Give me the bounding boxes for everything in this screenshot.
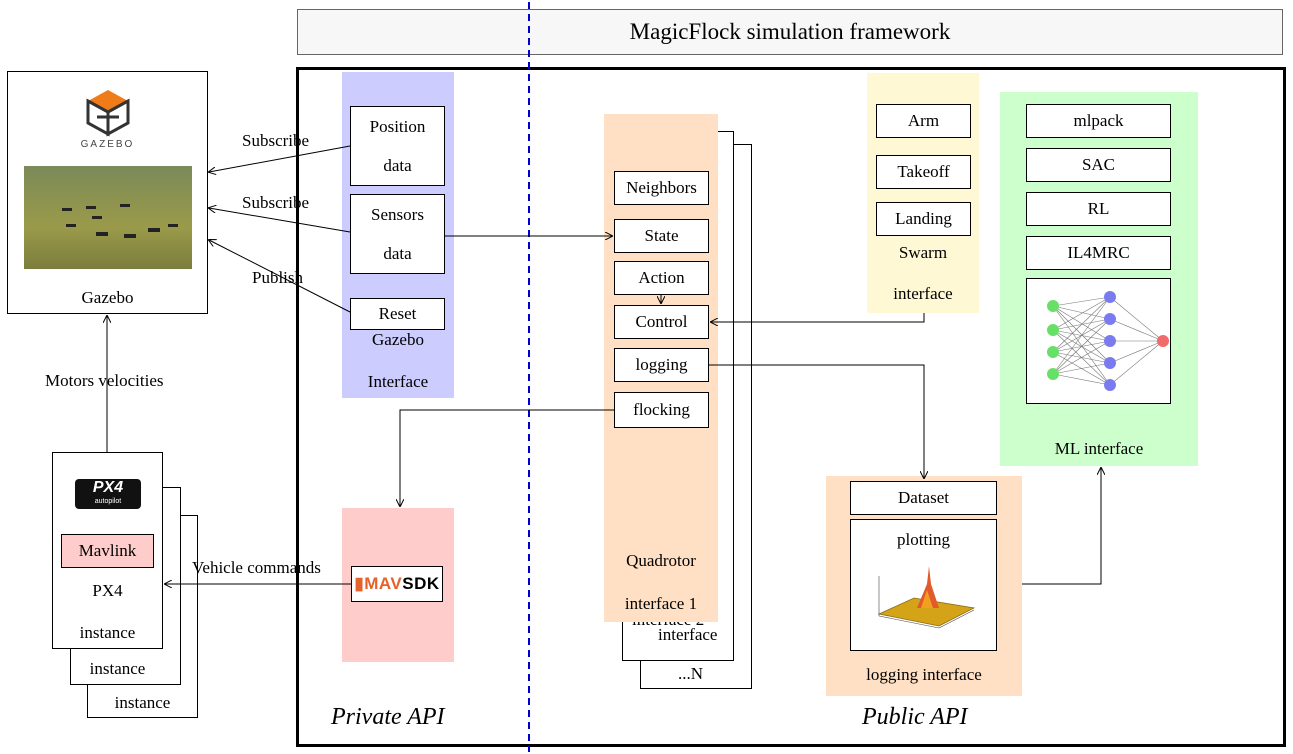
mavsdk-logo-suffix: SDK [402, 574, 440, 593]
px4-logo-text: PX4 [92, 479, 124, 496]
logging-box: logging [614, 348, 709, 382]
mlpack-box: mlpack [1026, 104, 1171, 138]
ml-label: ML interface [1054, 439, 1144, 458]
gazebo-label: Gazebo [81, 288, 134, 307]
quadrotor-label-2: interface 1 [624, 594, 698, 613]
vehicle-commands-label: Vehicle commands [192, 558, 321, 577]
logging-interface-label: logging interface [866, 665, 982, 684]
plotting-box: plotting [850, 519, 997, 651]
gazebo-interface-label-1: Gazebo [372, 330, 424, 349]
sensors-data-line1: Sensors [371, 204, 424, 224]
px4-instance-2-label: instance [89, 659, 146, 678]
mavlink-box: Mavlink [61, 534, 154, 568]
position-data-line1: Position [369, 116, 426, 136]
neural-network-icon [1047, 291, 1169, 391]
subscribe-arrow-1 [209, 145, 351, 172]
surface-plot-icon [877, 566, 975, 629]
rl-box: RL [1026, 192, 1171, 226]
mavsdk-logo-icon: ▮MAVSDK [354, 574, 440, 593]
gazebo-interface-label-2: Interface [367, 372, 429, 391]
swarm-label-2: interface [893, 284, 953, 303]
position-data-line2: data [383, 155, 412, 175]
flocking-to-mavsdk-arrow [400, 409, 614, 506]
plotting-label: plotting [897, 530, 950, 549]
sac-box: SAC [1026, 148, 1171, 182]
landing-box: Landing [876, 202, 971, 236]
gazebo-logo-text: GAZEBO [80, 139, 135, 150]
neural-network-box [1026, 278, 1171, 404]
public-api-label: Public API [862, 704, 968, 730]
px4-logo-icon: PX4 autopilot [75, 479, 141, 509]
flocking-box: flocking [614, 392, 709, 428]
neighbors-box: Neighbors [614, 171, 709, 205]
dataset-box: Dataset [850, 481, 997, 515]
reset-box: Reset [350, 298, 445, 330]
swarm-label-1: Swarm [898, 243, 948, 262]
sensors-data-line2: data [383, 243, 412, 263]
private-api-label: Private API [331, 704, 445, 730]
motors-velocities-label: Motors velocities [45, 371, 164, 390]
state-box: State [614, 219, 709, 253]
sensors-data-box: Sensors data [350, 194, 445, 274]
px4-logo-subtext: autopilot [94, 498, 122, 505]
quadrotor-label-1: Quadrotor [626, 551, 696, 570]
px4-label-2: instance [79, 623, 136, 642]
control-box: Control [614, 305, 709, 339]
mavsdk-logo-box: ▮MAVSDK [351, 566, 443, 602]
il4mrc-box: IL4MRC [1026, 236, 1171, 270]
px4-label-1: PX4 [92, 581, 123, 600]
logging-to-ml-arrow [1022, 468, 1101, 585]
takeoff-box: Takeoff [876, 155, 971, 189]
framework-frame [296, 67, 1286, 747]
subscribe-arrow-2 [209, 208, 351, 233]
action-box: Action [614, 261, 709, 295]
arm-box: Arm [876, 104, 971, 138]
subscribe-label-1: Subscribe [242, 131, 310, 150]
quadrotor-back-label-n: ...N [678, 664, 704, 683]
quadrotor-back-label-2b: interface [658, 625, 718, 644]
position-data-box: Position data [350, 106, 445, 186]
subscribe-label-2: Subscribe [242, 193, 310, 212]
publish-label: Publish [252, 268, 304, 287]
logging-to-dataset-arrow [709, 364, 924, 478]
gazebo-simulation-image [24, 166, 192, 269]
publish-arrow [209, 240, 351, 313]
mavsdk-logo-prefix: MAV [364, 574, 403, 593]
swarm-to-control-arrow [711, 313, 925, 322]
framework-title: MagicFlock simulation framework [297, 9, 1283, 55]
gazebo-logo-icon [86, 90, 130, 137]
px4-instance-3-label: instance [114, 693, 171, 712]
